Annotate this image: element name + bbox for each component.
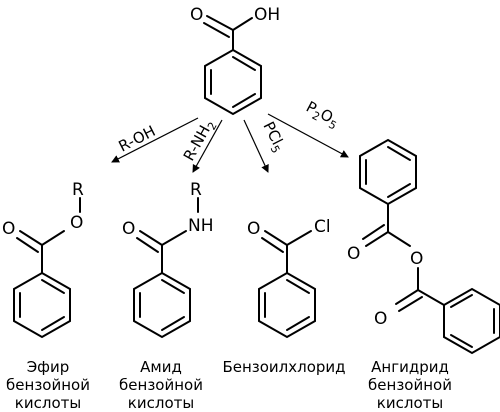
reagent-roh: R-OH bbox=[116, 122, 159, 156]
anhydride-top-carbonyl-bond-second bbox=[362, 224, 385, 240]
anhydride-bottom-c-ring-bond bbox=[417, 289, 445, 306]
chloride-carbonyl-bond-second bbox=[261, 237, 284, 253]
chloride-caption-line1: Бензоилхлорид bbox=[222, 358, 345, 376]
anhydride-caption-line1: Ангидрид bbox=[371, 358, 449, 376]
anhydride-top-carbonyl-bond bbox=[365, 231, 389, 247]
acid-hydroxyl-label: OH bbox=[254, 5, 280, 25]
anhydride-caption-line3: кислоты bbox=[377, 394, 443, 412]
amide-caption-line2: бензойной bbox=[119, 376, 203, 394]
reagent-pcl5: PCl5 bbox=[257, 119, 290, 156]
acid-hydroxyl-bond bbox=[232, 17, 253, 31]
reagent-rnh2: R-NH2 bbox=[180, 116, 220, 165]
ester-caption-line2: бензойной bbox=[6, 376, 90, 394]
ester-caption-line1: Эфир bbox=[27, 358, 70, 376]
anhydride-ring-top-inner-bonds bbox=[365, 146, 411, 198]
ester-c-o-bond bbox=[41, 230, 65, 246]
ester-r-label: R bbox=[72, 180, 84, 200]
product-captions: Эфир бензойной кислоты Амид бензойной ки… bbox=[6, 358, 452, 412]
amide-carbonyl-bond-second bbox=[136, 237, 159, 253]
ester-ring bbox=[13, 271, 71, 339]
amide-ring bbox=[133, 271, 191, 339]
arrow-to-anhydride bbox=[267, 113, 349, 158]
ester-carbonyl-bond bbox=[19, 230, 43, 246]
arrow-to-chloride bbox=[243, 119, 269, 173]
anhydride-bottom-carbonyl-bond bbox=[395, 289, 419, 305]
anhydride-ring-top bbox=[359, 138, 417, 206]
acid-carbonyl-bond bbox=[206, 15, 234, 31]
reagent-labels: R-OH R-NH2 PCl5 P2O5 bbox=[116, 98, 343, 165]
amide-structure: O NH R bbox=[122, 180, 214, 339]
benzoic-anhydride-structure: O O O bbox=[347, 138, 500, 355]
anhydride-bottom-oxygen-label: O bbox=[374, 309, 387, 329]
amide-caption-line3: кислоты bbox=[128, 394, 194, 412]
chloride-ring bbox=[258, 271, 316, 339]
chloride-carbonyl-bond bbox=[264, 230, 288, 246]
ester-structure: O O R bbox=[2, 180, 84, 339]
chloride-cl-label: Cl bbox=[314, 217, 331, 237]
anhydride-bridge-oxygen-label: O bbox=[410, 249, 423, 269]
anhydride-top-c-o-bond bbox=[387, 231, 411, 247]
ester-ring-inner-bonds bbox=[19, 279, 65, 331]
chloride-c-cl-bond bbox=[286, 230, 312, 246]
amide-oxygen-label: O bbox=[122, 219, 135, 239]
arrow-to-amide bbox=[192, 119, 223, 173]
benzoic-acid-ring bbox=[204, 48, 262, 116]
benzoyl-chloride-structure: O Cl bbox=[247, 217, 331, 339]
amide-r-label: R bbox=[190, 180, 202, 200]
chloride-oxygen-label: O bbox=[247, 219, 260, 239]
ester-caption-line3: кислоты bbox=[15, 394, 81, 412]
anhydride-ring-bottom-inner-bonds bbox=[450, 294, 495, 348]
anhydride-top-oxygen-label: O bbox=[347, 244, 360, 264]
chloride-ring-inner-bonds bbox=[264, 279, 310, 331]
amide-nh-label: NH bbox=[188, 216, 214, 236]
acid-oxygen-label: O bbox=[190, 5, 203, 25]
reaction-arrows bbox=[111, 113, 349, 173]
anhydride-bottom-carbonyl-bond-second bbox=[398, 296, 423, 312]
ester-carbonyl-oxygen-label: O bbox=[2, 219, 15, 239]
reagent-p2o5: P2O5 bbox=[302, 98, 343, 133]
benzoic-acid: O OH bbox=[190, 5, 280, 116]
arrow-to-ester bbox=[111, 117, 199, 163]
amide-carbonyl-bond bbox=[139, 230, 163, 246]
amide-ring-inner-bonds bbox=[139, 279, 185, 331]
ester-carbonyl-bond-second bbox=[16, 237, 39, 253]
anhydride-ring-bottom bbox=[443, 287, 500, 355]
amide-caption-line1: Амид bbox=[140, 358, 182, 376]
acid-carbonyl-bond-second bbox=[203, 22, 230, 38]
amide-c-n-bond bbox=[161, 230, 187, 246]
ester-bridge-oxygen-label: O bbox=[70, 213, 83, 233]
benzoic-acid-ring-inner-bonds bbox=[210, 56, 256, 108]
anhydride-caption-line2: бензойной bbox=[368, 376, 452, 394]
